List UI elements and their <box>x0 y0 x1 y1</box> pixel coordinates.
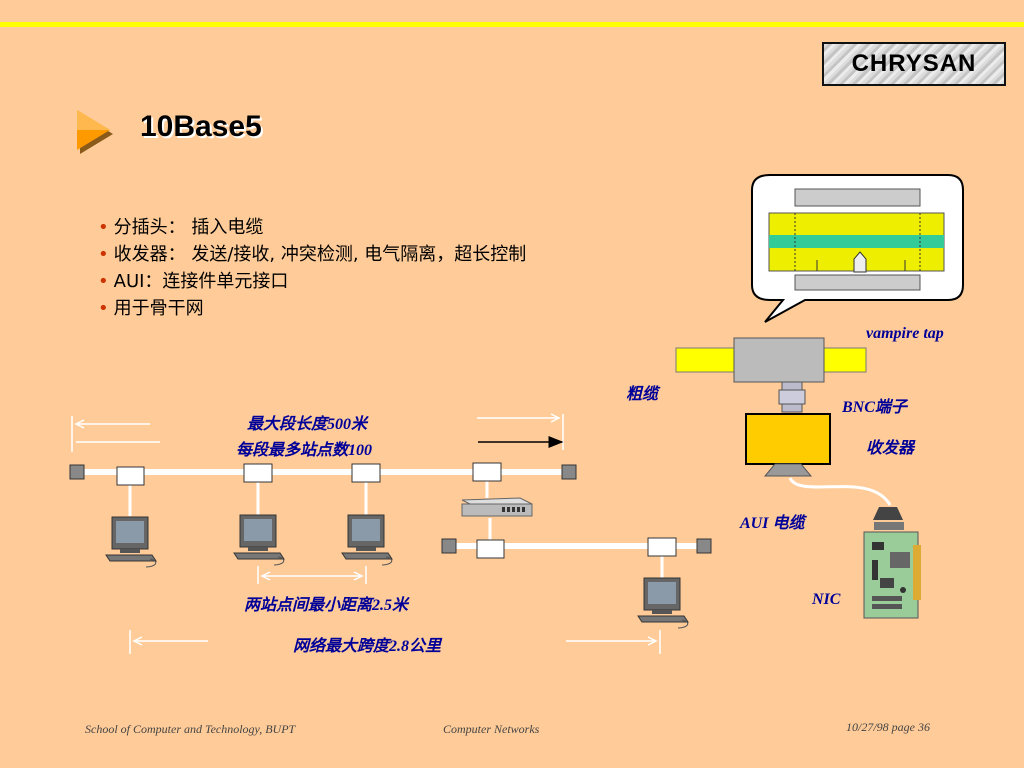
tap-detail-bubble <box>751 174 964 323</box>
bullet-item: •分插头： 插入电缆 <box>98 214 526 241</box>
bullet-text: 分插头： 插入电缆 <box>113 217 264 238</box>
nic-label: NIC <box>812 591 841 608</box>
min-distance-label: 两站点间最小距离2.5米 <box>244 597 409 614</box>
max-span-label: 网络最大跨度2.8公里 <box>293 638 442 655</box>
min-distance-arrows <box>257 566 367 584</box>
computer-icon <box>105 516 157 568</box>
bullet-dot: • <box>98 217 109 238</box>
bullet-item: •AUI：连接件单元接口 <box>98 268 526 295</box>
computer-icon <box>637 577 689 629</box>
bnc-label: BNC端子 <box>842 399 907 416</box>
segment-length-arrows <box>71 413 564 452</box>
slide-title: 10Base5 <box>140 110 262 143</box>
vampire-tap-label: vampire tap <box>866 325 944 342</box>
aui-cable-line <box>788 477 892 506</box>
bullet-item: •收发器： 发送/接收, 冲突检测, 电气隔离，超长控制 <box>98 241 526 268</box>
transceivers-segment-1 <box>116 462 502 486</box>
footer-date-page: 10/27/98 page 36 <box>846 720 930 734</box>
title-arrow-icon <box>77 110 113 154</box>
aui-cable-label: AUI 电缆 <box>740 515 805 532</box>
computer-icon <box>233 514 285 566</box>
bnc-connector-icon <box>778 381 806 413</box>
bullet-dot: • <box>98 298 109 319</box>
max-span-arrows <box>129 630 661 654</box>
bullet-list: •分插头： 插入电缆 •收发器： 发送/接收, 冲突检测, 电气隔离，超长控制 … <box>98 214 526 322</box>
thick-coax-cable <box>675 337 867 383</box>
coarse-cable-label: 粗缆 <box>626 386 659 403</box>
logo-text: CHRYSAN <box>851 50 977 77</box>
transceiver-label: 收发器 <box>866 440 915 457</box>
bullet-dot: • <box>98 244 109 265</box>
top-accent-line <box>0 22 1024 27</box>
transceiver-box <box>745 413 831 477</box>
transceivers-segment-2 <box>476 537 677 559</box>
footer-course: Computer Networks <box>443 722 540 736</box>
bullet-dot: • <box>98 271 109 292</box>
nic-card-icon <box>863 507 921 619</box>
bullet-item: •用于骨干网 <box>98 295 526 322</box>
tap-drops-segment-1 <box>128 480 492 540</box>
bullet-text: 用于骨干网 <box>113 298 204 319</box>
bullet-text: 收发器： 发送/接收, 冲突检测, 电气隔离，超长控制 <box>113 244 527 265</box>
bullet-text: AUI：连接件单元接口 <box>113 271 289 292</box>
computer-icon <box>341 514 393 566</box>
chrysan-logo: CHRYSAN <box>822 42 1006 86</box>
max-segment-label: 最大段长度500米 <box>247 416 368 433</box>
repeater-icon <box>461 497 533 517</box>
footer-school: School of Computer and Technology, BUPT <box>85 722 296 736</box>
max-stations-label: 每段最多站点数100 <box>236 442 373 459</box>
